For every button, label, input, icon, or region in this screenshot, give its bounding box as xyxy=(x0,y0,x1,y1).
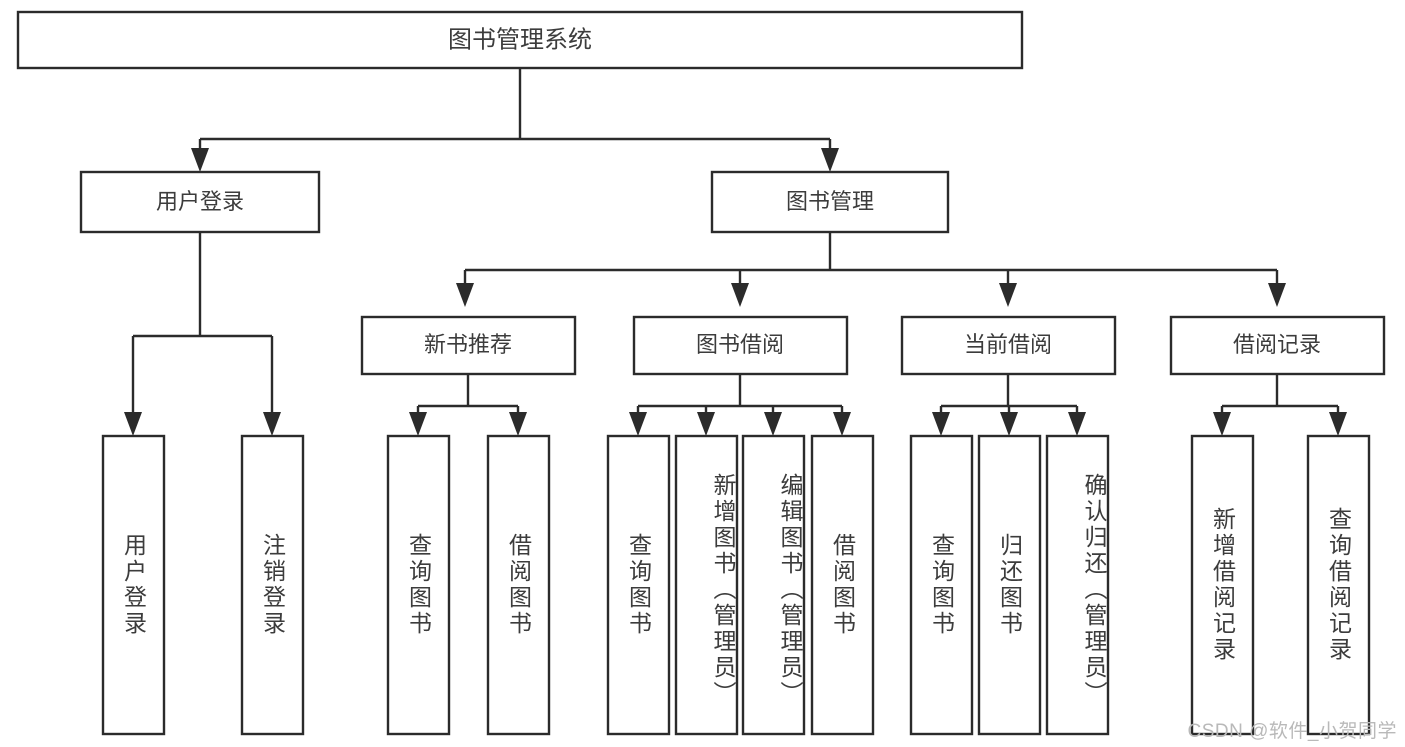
connector-root-to-level1 xyxy=(191,68,839,172)
node-user-login-label: 用户登录 xyxy=(156,189,244,214)
leaf-box-currentborrow-1[interactable] xyxy=(977,434,1042,736)
csdn-watermark: CSDN @软件_小贺同学 xyxy=(1187,721,1397,742)
connector-bookborrow-to-leaves xyxy=(629,374,851,436)
node-current-borrow[interactable]: 当前借阅 xyxy=(900,315,1117,376)
node-root-label: 图书管理系统 xyxy=(448,26,592,53)
node-new-book-recommend[interactable]: 新书推荐 xyxy=(360,315,577,376)
leaf-box-bookborrow-1[interactable] xyxy=(674,434,739,736)
leaf-box-currentborrow-0[interactable] xyxy=(909,434,974,736)
node-borrow-record-label: 借阅记录 xyxy=(1233,332,1321,357)
leaf-box-borrowrecord-1[interactable] xyxy=(1306,434,1371,736)
node-root-system[interactable]: 图书管理系统 xyxy=(16,10,1024,70)
node-user-login[interactable]: 用户登录 xyxy=(79,170,321,234)
leaf-box-user-login-0[interactable] xyxy=(101,434,166,736)
node-book-management-label: 图书管理 xyxy=(786,189,874,214)
connector-userlogin-to-leaves xyxy=(124,232,281,436)
leaf-box-newbook-0[interactable] xyxy=(386,434,451,736)
leaf-box-user-login-1[interactable] xyxy=(240,434,305,736)
connector-newbook-to-leaves xyxy=(409,374,527,436)
leaf-box-bookborrow-0[interactable] xyxy=(606,434,671,736)
connector-borrowrecord-to-leaves xyxy=(1213,374,1347,436)
node-book-borrow[interactable]: 图书借阅 xyxy=(632,315,849,376)
node-book-borrow-label: 图书借阅 xyxy=(696,332,784,357)
leaf-box-borrowrecord-0[interactable] xyxy=(1190,434,1255,736)
connector-bookmgmt-to-level2 xyxy=(456,232,1286,307)
connector-currentborrow-to-leaves xyxy=(932,374,1086,436)
leaf-box-currentborrow-2[interactable] xyxy=(1045,434,1110,736)
node-new-book-recommend-label: 新书推荐 xyxy=(424,332,512,357)
node-current-borrow-label: 当前借阅 xyxy=(964,332,1052,357)
node-book-management[interactable]: 图书管理 xyxy=(710,170,950,234)
leaf-box-newbook-1[interactable] xyxy=(486,434,551,736)
leaf-box-bookborrow-3[interactable] xyxy=(810,434,875,736)
leaf-box-bookborrow-2[interactable] xyxy=(741,434,806,736)
node-borrow-record[interactable]: 借阅记录 xyxy=(1169,315,1386,376)
